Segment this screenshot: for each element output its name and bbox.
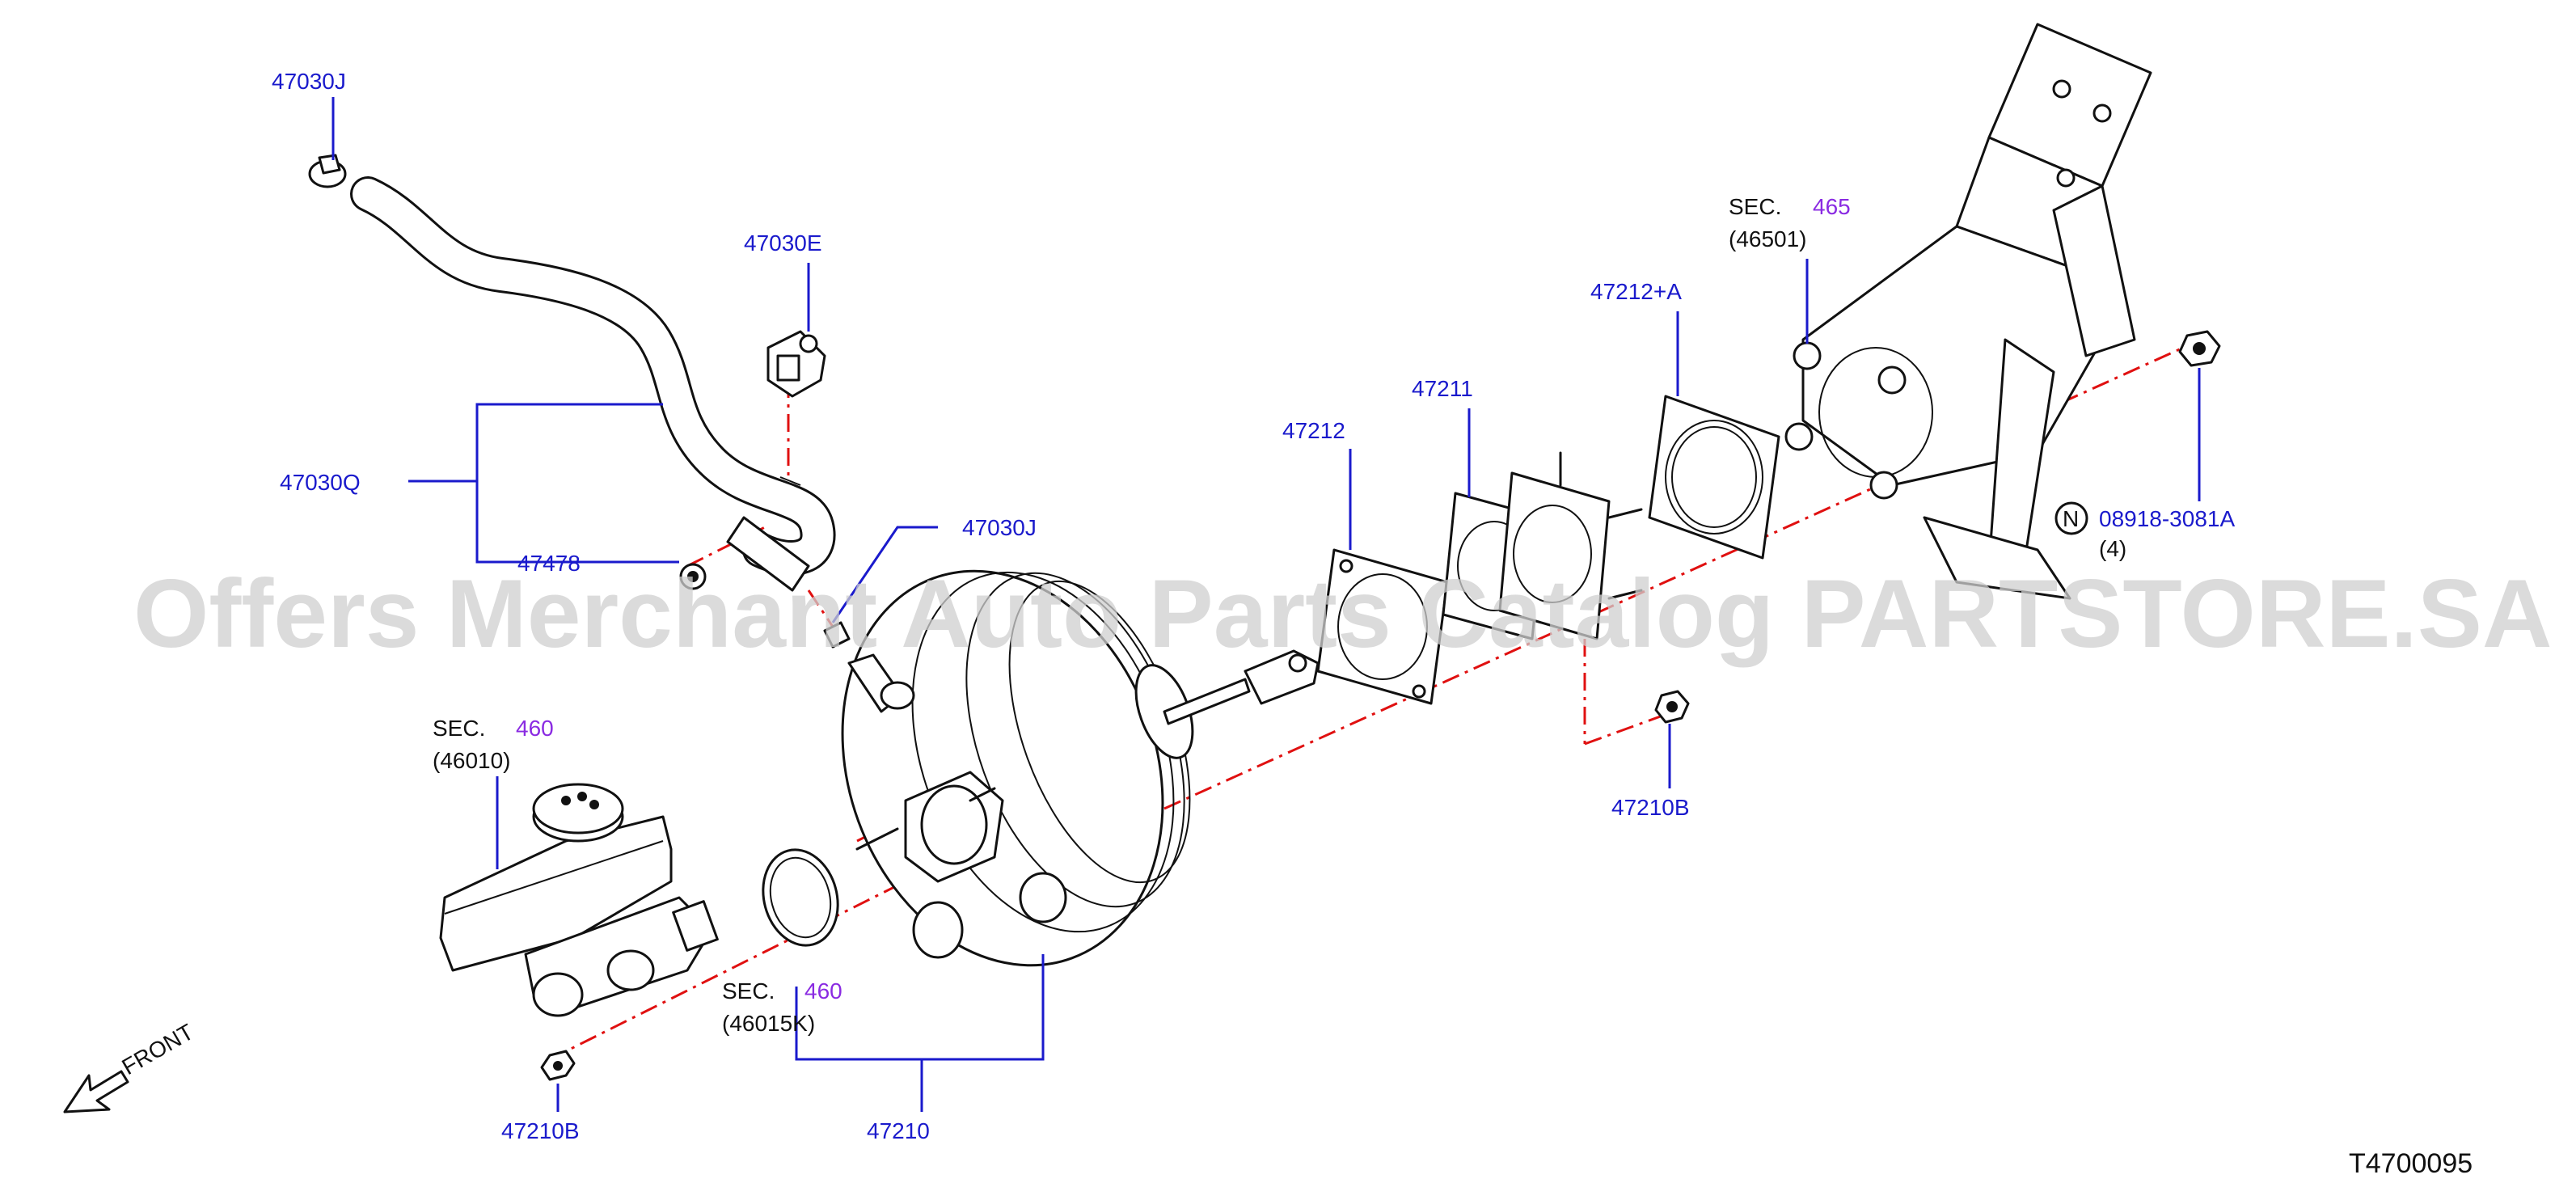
label-47030e[interactable]: 47030E	[744, 230, 822, 256]
leader-lines	[332, 97, 2201, 1112]
label-47030j-top[interactable]: 47030J	[272, 69, 346, 94]
front-label: FRONT	[118, 1019, 198, 1080]
label-47210b-right[interactable]: 47210B	[1611, 795, 1690, 820]
label-sec-460-b-prefix: SEC.	[722, 978, 775, 1004]
pedal-bracket[interactable]	[1784, 23, 2152, 600]
gasket-47212a[interactable]	[1648, 395, 1780, 560]
label-47030q[interactable]: 47030Q	[280, 470, 361, 495]
label-nut-qty: (4)	[2099, 536, 2126, 561]
brake-booster[interactable]	[789, 526, 1320, 1011]
check-valve[interactable]	[766, 330, 826, 398]
vacuum-hose[interactable]	[350, 176, 836, 592]
o-ring[interactable]	[753, 841, 848, 953]
label-sec-460-a-sub: (46010)	[433, 748, 511, 773]
label-47212a[interactable]: 47212+A	[1590, 279, 1682, 304]
spacer-47211[interactable]	[1442, 451, 1643, 640]
label-47030j-mid[interactable]: 47030J	[962, 515, 1037, 540]
nut-marker-circle	[2054, 501, 2088, 535]
label-47212[interactable]: 47212	[1282, 418, 1345, 443]
master-cylinder[interactable]	[439, 783, 719, 1017]
label-nut-marker: N	[2063, 506, 2079, 531]
label-sec-465-num[interactable]: 465	[1813, 194, 1851, 219]
label-47210[interactable]: 47210	[867, 1118, 930, 1143]
hose-clamp-mid[interactable]	[823, 621, 851, 649]
nut-right[interactable]	[1654, 690, 1690, 724]
label-sec-460-a-prefix: SEC.	[433, 716, 485, 741]
label-47211[interactable]: 47211	[1412, 376, 1473, 401]
flange-nut[interactable]	[2178, 330, 2221, 367]
gasket-47212[interactable]	[1316, 548, 1449, 705]
label-sec-465-sub: (46501)	[1729, 226, 1807, 251]
nut-left[interactable]	[540, 1050, 576, 1081]
label-47210b-left[interactable]: 47210B	[501, 1118, 580, 1143]
part-labels: 47030J 47030E 47030Q 47478 47030J SEC. 4…	[272, 69, 2473, 1179]
label-nut-part[interactable]: 08918-3081A	[2099, 506, 2235, 531]
label-47478[interactable]: 47478	[517, 551, 581, 576]
front-indicator: FRONT	[63, 1019, 198, 1113]
hose-clamp-top[interactable]	[308, 154, 347, 188]
watermark: Offers Merchant Auto Parts Catalog PARTS…	[133, 560, 2553, 668]
front-arrow-icon	[63, 1070, 129, 1113]
grommet[interactable]	[679, 563, 707, 590]
diagram-code: T4700095	[2349, 1148, 2473, 1179]
label-sec-460-b-num[interactable]: 460	[804, 978, 842, 1004]
label-sec-460-b-sub: (46015K)	[722, 1011, 815, 1036]
label-sec-465-prefix: SEC.	[1729, 194, 1781, 219]
label-sec-460-a-num[interactable]: 460	[516, 716, 554, 741]
